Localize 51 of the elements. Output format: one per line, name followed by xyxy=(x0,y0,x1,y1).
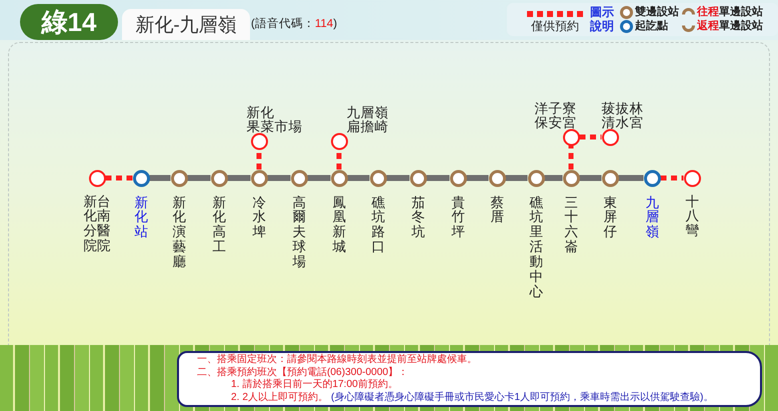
legend-heading: 圖示說明 xyxy=(590,5,614,33)
route-line xyxy=(466,175,488,181)
stop-name: 貴竹坪 xyxy=(451,196,465,240)
route-line xyxy=(228,175,250,181)
notice-text: 二、搭乘預約班次【預約電話(06)300-0000】： xyxy=(197,366,408,378)
legend-text: 僅供預約 xyxy=(531,19,579,33)
notice-text: 2. 2人以上即可預約。 xyxy=(231,392,328,404)
legend-text: 往程單邊設站 xyxy=(697,5,763,19)
stop-name: 冷水埤 xyxy=(252,196,266,240)
route-line xyxy=(308,175,330,181)
stop-name: 新化高工 xyxy=(212,196,226,255)
route-line xyxy=(618,175,644,181)
stop-name: 礁坑里活動中心 xyxy=(529,196,543,300)
route-line xyxy=(386,175,410,181)
route-line xyxy=(426,175,450,181)
stop-name: 蔡厝 xyxy=(490,196,504,226)
route-line xyxy=(150,175,170,181)
stop-name: 礁坑路口 xyxy=(371,196,385,255)
dotted-route-line xyxy=(106,176,132,180)
dotted-route-line xyxy=(580,134,602,140)
stop-name: 新化演藝廳 xyxy=(172,196,186,270)
stop-name: 高爾夫球場 xyxy=(292,196,306,270)
notice-panel xyxy=(177,351,762,407)
stop-name: 菝拔林清水宮 xyxy=(602,102,644,130)
route-line xyxy=(268,175,290,181)
notice-text: 1. 請於搭乘日前一天的17:00前預約。 xyxy=(231,379,398,391)
legend-text: 起訖點 xyxy=(635,19,668,33)
stop-name: 茄冬坑 xyxy=(411,196,425,240)
stop-name: 東屏仔 xyxy=(603,196,617,240)
stop-name: 九層嶺 xyxy=(645,196,659,240)
stop-name: 新化果菜市場 xyxy=(246,106,302,134)
notice-text: 一、搭乘固定班次：請參閱本路線時刻表並提前至站牌處候車。 xyxy=(197,354,477,366)
stop-name: 新化站 xyxy=(134,196,148,240)
legend-text: 返程單邊設站 xyxy=(697,19,763,33)
voice-code-note: (語音代碼：114) xyxy=(251,17,338,31)
legend-text: 雙邊設站 xyxy=(635,5,679,19)
route-number: 綠14 xyxy=(20,4,118,40)
route-line xyxy=(348,175,370,181)
route-line xyxy=(580,175,602,181)
route-line xyxy=(506,175,528,181)
dotted-route-line xyxy=(568,146,574,170)
stop-name: 洋子寮保安宮 xyxy=(534,102,576,130)
route-line xyxy=(188,175,210,181)
stop-name: 鳳凰新城 xyxy=(332,196,346,255)
stop-name: 三十六崙 xyxy=(564,196,578,255)
route-line xyxy=(544,175,562,181)
stop-name: 九層嶺扁擔崎 xyxy=(346,106,388,134)
dotted-route-line xyxy=(660,176,684,180)
stop-name: 十八彎 xyxy=(685,194,699,240)
notice-text: (身心障礙者憑身心障礙手冊或市民愛心卡1人即可預約，乘車時需出示以供駕駛查驗)。 xyxy=(331,392,714,404)
route-name: 新化-九層嶺 xyxy=(122,9,250,40)
